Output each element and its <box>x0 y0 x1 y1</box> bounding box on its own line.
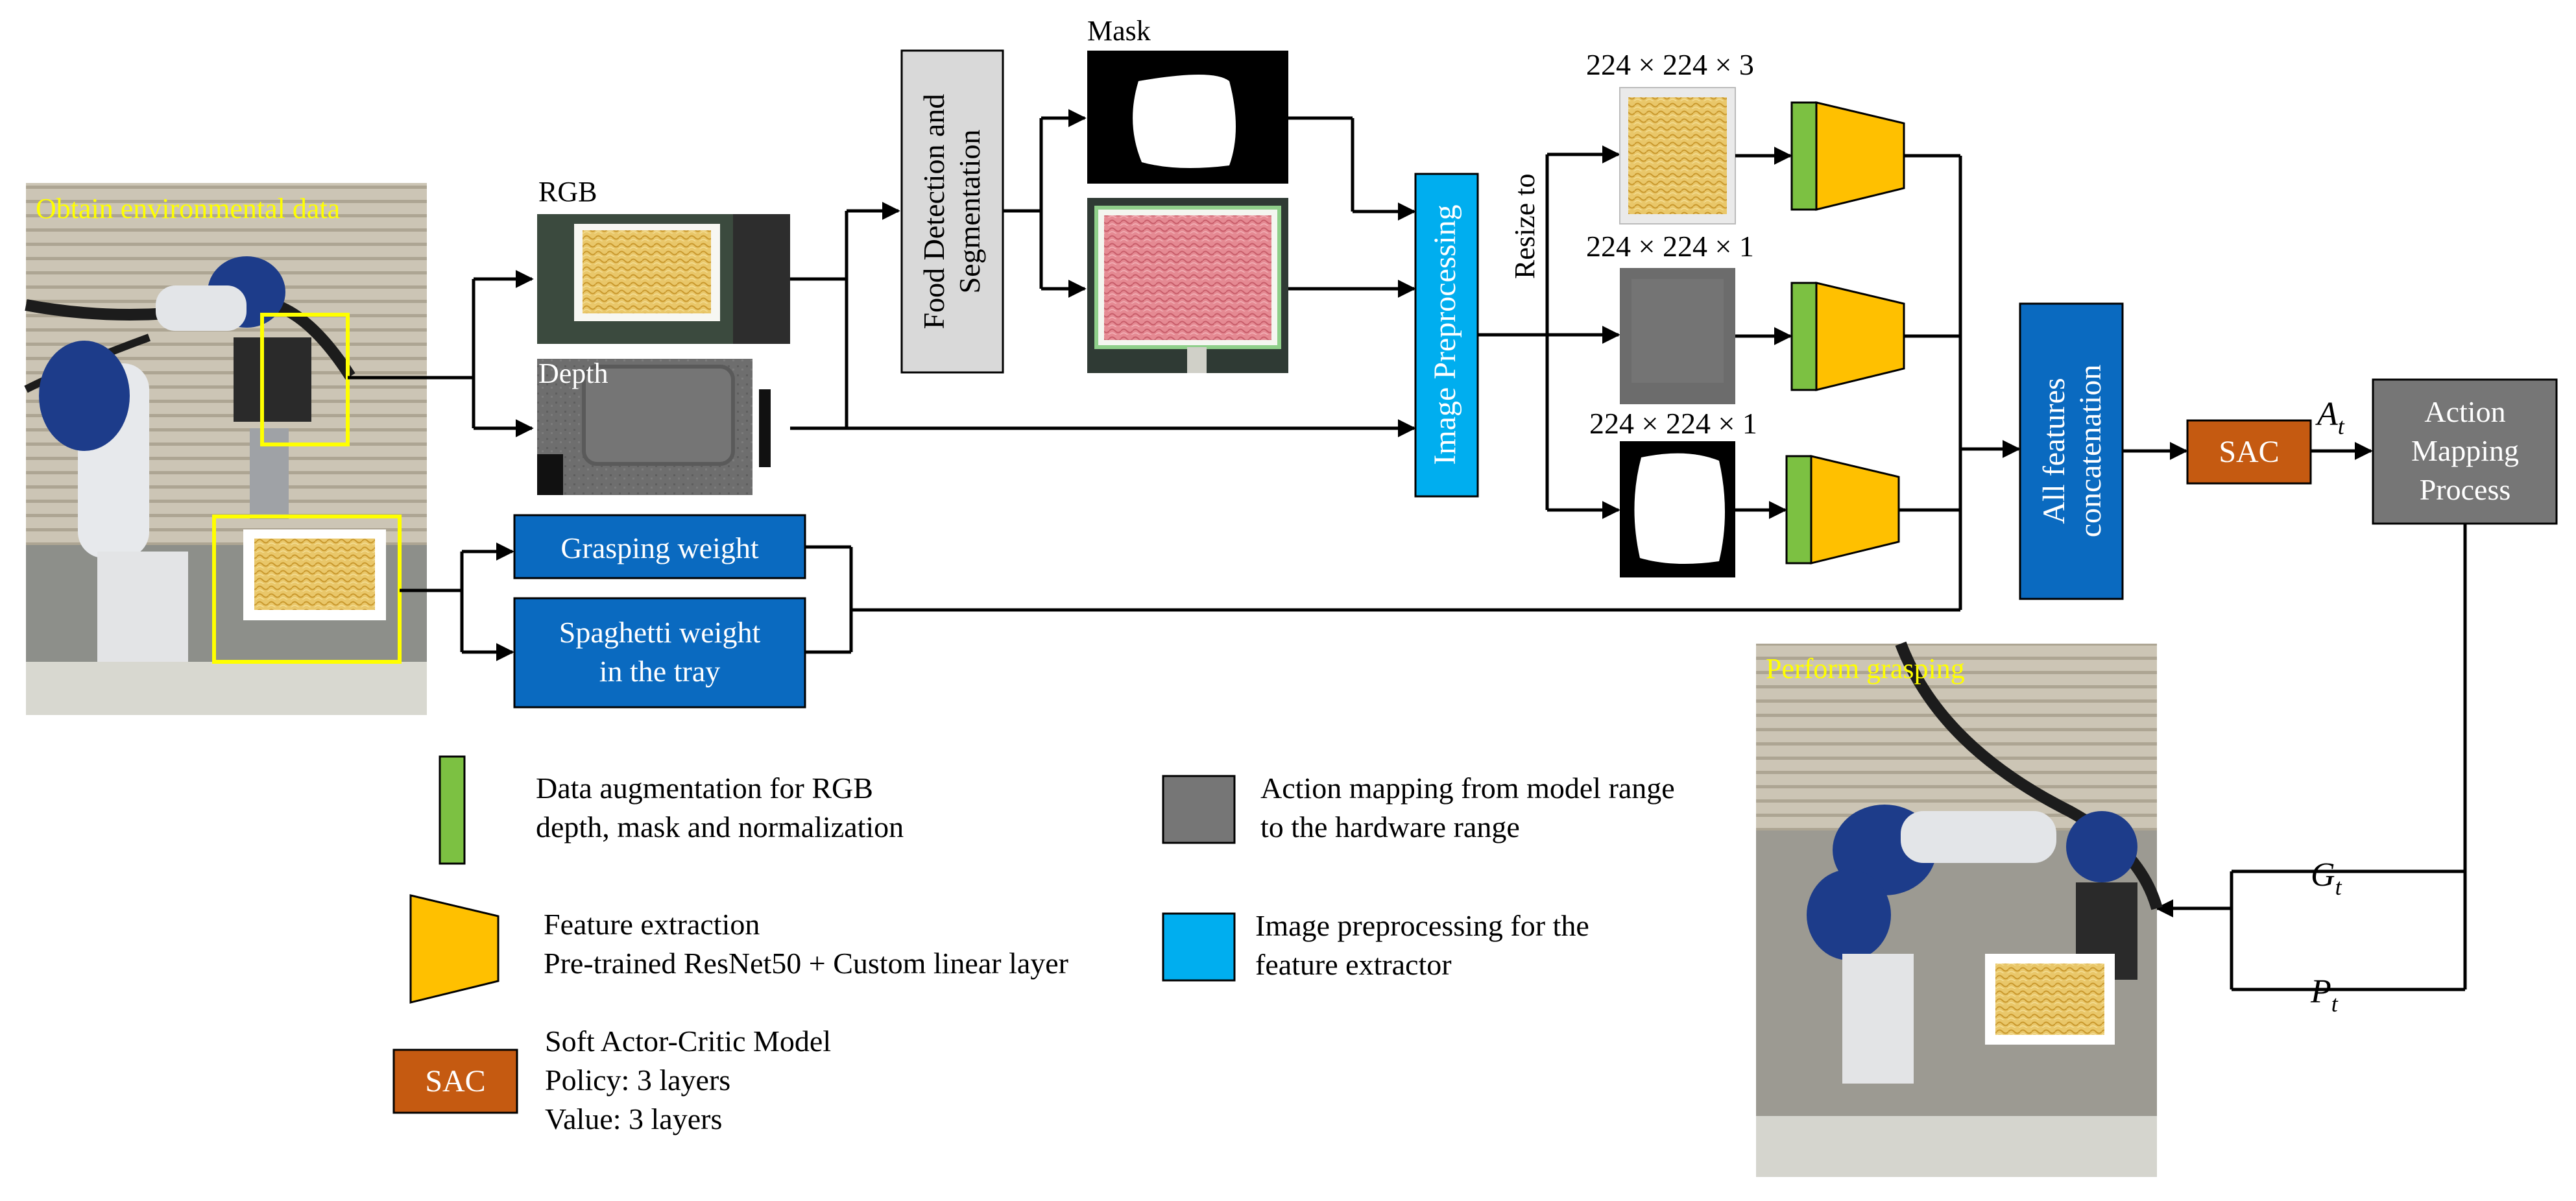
feature-connectors <box>1899 154 2021 610</box>
size-rgb-label: 224 × 224 × 3 <box>1586 48 1754 81</box>
svg-text:depth, mask and normalization: depth, mask and normalization <box>536 810 904 843</box>
size-depth-label: 224 × 224 × 1 <box>1586 230 1754 263</box>
resized-depth-image <box>1620 268 1735 404</box>
svg-text:Segmentation: Segmentation <box>953 130 986 294</box>
gripper-highlight-frame <box>260 313 350 446</box>
action-mapping-box: Action Mapping Process <box>2372 378 2558 525</box>
resized-mask-image <box>1620 441 1735 577</box>
segmented-image <box>1087 198 1288 373</box>
svg-text:to the hardware range: to the hardware range <box>1260 810 1520 843</box>
environment-photo-label: Obtain environmental data <box>36 193 340 224</box>
svg-text:Feature extraction: Feature extraction <box>544 908 760 941</box>
legend-augmentation: Data augmentation for RGB depth, mask an… <box>439 755 904 865</box>
svg-text:Action: Action <box>2424 395 2505 428</box>
legend-action-swatch <box>1162 775 1236 844</box>
svg-text:Image Preprocessing: Image Preprocessing <box>1428 204 1462 465</box>
position-symbol-p: Pt <box>2310 973 2339 1017</box>
rgb-depth-connectors <box>790 202 1416 437</box>
svg-text:Pre-trained ResNet50 + Custom: Pre-trained ResNet50 + Custom linear lay… <box>544 947 1068 980</box>
svg-text:Value: 3 layers: Value: 3 layers <box>545 1102 722 1135</box>
legend-augmentation-swatch <box>439 755 466 865</box>
svg-text:All features: All features <box>2037 378 2071 524</box>
resized-rgb-image <box>1619 87 1736 224</box>
rgb-label: RGB <box>538 176 597 208</box>
action-symbol-a: At <box>2315 396 2345 439</box>
svg-text:concatenation: concatenation <box>2073 365 2108 538</box>
grasping-photo: Perform grasping <box>1756 641 2163 1177</box>
svg-text:Mapping: Mapping <box>2411 434 2519 467</box>
svg-text:SAC: SAC <box>425 1064 485 1098</box>
resize-to-label: Resize to <box>1509 173 1541 279</box>
detection-connectors <box>1003 109 1087 298</box>
weight-connectors <box>805 545 1960 654</box>
legend-sac-swatch <box>392 1049 518 1114</box>
feature-extractor-mask <box>1785 455 1900 564</box>
legend: Data augmentation for RGB depth, mask an… <box>392 755 1675 1135</box>
legend-preproc-swatch <box>1162 912 1236 982</box>
svg-text:Data augmentation for RGB: Data augmentation for RGB <box>536 771 873 805</box>
svg-text:Grasping weight: Grasping weight <box>560 531 759 564</box>
svg-text:Spaghetti weight: Spaghetti weight <box>559 616 761 649</box>
depth-image: Depth <box>537 358 790 495</box>
depth-label: Depth <box>538 358 608 389</box>
mask-connectors <box>1288 116 1416 298</box>
svg-text:SAC: SAC <box>2219 435 2279 469</box>
image-preprocessing-box: Image Preprocessing <box>1414 173 1479 498</box>
spaghetti-weight-box: Spaghetti weight in the tray <box>513 597 806 709</box>
input-connectors <box>348 270 534 661</box>
grasping-weight-box: Grasping weight <box>513 514 806 579</box>
output-connectors <box>2155 524 2467 991</box>
grasp-symbol-g: Gt <box>2311 856 2342 900</box>
legend-preprocessing: Image preprocessing for the feature extr… <box>1162 909 1589 982</box>
resize-connectors <box>1478 145 1620 519</box>
image-to-feature-connectors <box>1735 147 1792 519</box>
svg-text:Action mapping from model rang: Action mapping from model range <box>1260 771 1675 805</box>
grasping-photo-label: Perform grasping <box>1766 653 1965 685</box>
sac-box: SAC <box>2186 419 2312 485</box>
legend-feature: Feature extraction Pre-trained ResNet50 … <box>409 894 1068 1004</box>
mask-label: Mask <box>1087 15 1151 47</box>
legend-action-mapping: Action mapping from model range to the h… <box>1162 771 1675 844</box>
svg-text:in the tray: in the tray <box>599 655 721 688</box>
rgb-image <box>537 214 790 344</box>
svg-text:Food Detection and: Food Detection and <box>917 94 950 330</box>
mask-image <box>1087 51 1288 184</box>
svg-text:feature extractor: feature extractor <box>1255 948 1452 981</box>
svg-text:Process: Process <box>2420 473 2511 506</box>
feature-extractor-depth <box>1790 282 1905 391</box>
concatenation-box: All features concatenation <box>2019 302 2124 600</box>
legend-feature-swatch <box>409 894 500 1004</box>
food-detection-box: Food Detection and Segmentation <box>900 49 1004 374</box>
feature-extractor-rgb <box>1790 101 1905 211</box>
legend-sac: SAC Soft Actor-Critic Model Policy: 3 la… <box>392 1025 831 1135</box>
svg-text:Policy: 3 layers: Policy: 3 layers <box>545 1063 730 1097</box>
environment-photo: Obtain environmental data <box>24 183 427 715</box>
svg-text:Soft Actor-Critic Model: Soft Actor-Critic Model <box>545 1025 831 1058</box>
svg-text:Image preprocessing for the: Image preprocessing for the <box>1255 909 1589 942</box>
size-mask-label: 224 × 224 × 1 <box>1589 407 1757 440</box>
